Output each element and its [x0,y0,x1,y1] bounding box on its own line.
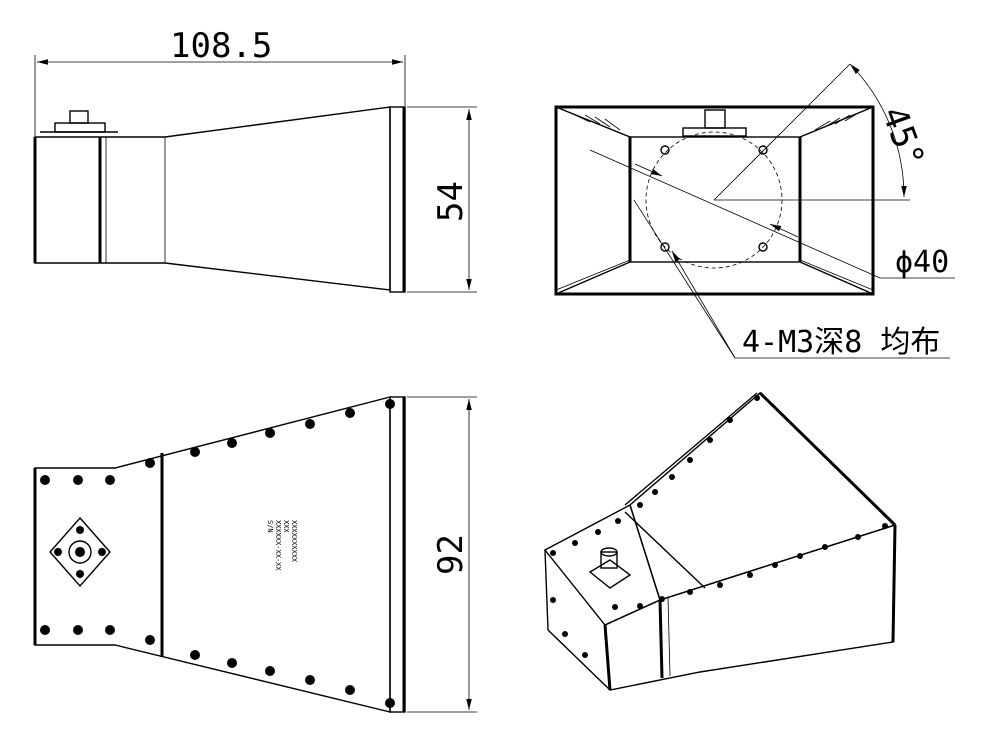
holes-label: 4-M3深8 均布 [742,325,940,360]
plate-line-4: XXXXXXXXXX [290,520,298,563]
front-view: 45° ϕ40 4-M3深8 均布 [554,63,955,360]
connector-flange [49,516,111,588]
angle-label: 45° [874,101,933,172]
length-dimension-label: 108.5 [170,26,272,66]
plate-line-2: XXXXXX-XX-XX [274,520,282,571]
top-view: S/N XXXXXX-XX-XX XXX XXXXXXXXXX 92 [33,396,477,713]
side-view: 108.5 54 [33,26,477,293]
nameplate: S/N XXXXXX-XX-XX XXX XXXXXXXXXX [266,520,298,571]
width-dimension-label: 92 [431,534,471,575]
plate-line-3: XXX [282,520,290,533]
iso-connector [588,547,632,589]
isometric-view [543,391,897,691]
plate-line-1: S/N [266,520,274,533]
height-dimension-label: 54 [431,181,471,222]
diameter-label: ϕ40 [895,245,949,280]
